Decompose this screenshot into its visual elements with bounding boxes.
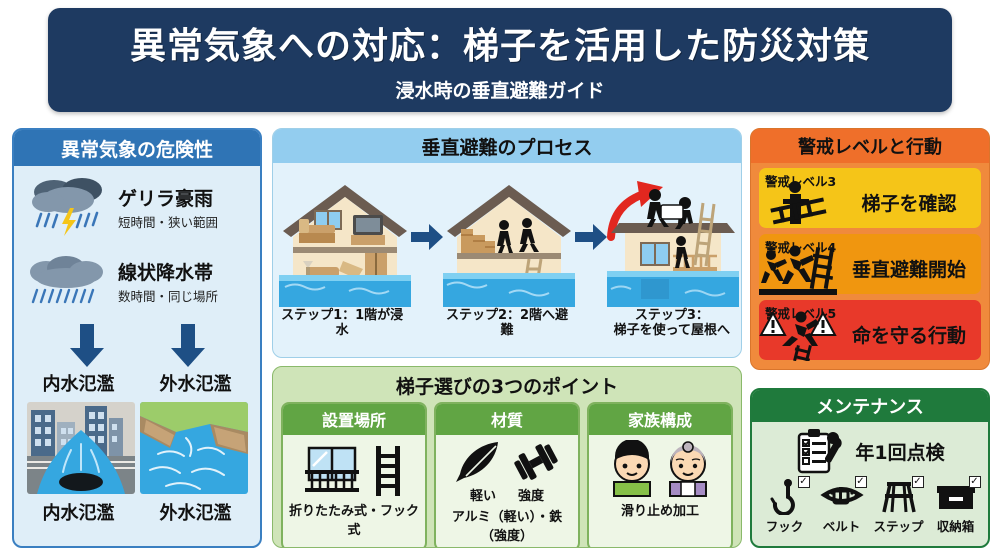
point-card-family: 家族構成 <box>587 402 733 547</box>
belt-icon <box>819 487 864 505</box>
warning-triangle-person-icon <box>759 309 837 361</box>
elderly-icon <box>669 441 707 497</box>
process-arrow-2 <box>575 167 607 307</box>
page-title: 異常気象への対応：梯子を活用した防災対策 <box>129 26 870 67</box>
step-stool-icon <box>881 482 916 513</box>
points-panel-title: 梯子選びの3つのポイント <box>395 376 619 398</box>
warning-level-4: 警戒レベル4 <box>759 234 981 295</box>
warning-level-action: 梯子を確認 <box>861 192 957 215</box>
maintenance-item-storage-box: ✓ 収納箱 <box>929 476 983 535</box>
hazard-note: 短時間・狭い範囲 <box>118 214 219 230</box>
people-running-ladder-icon <box>759 243 837 295</box>
maintenance-item-step: ✓ ステップ <box>872 476 926 535</box>
down-arrow-icon <box>170 324 205 367</box>
flood-captions: 内水氾濫 外水氾濫 <box>14 499 260 525</box>
flood-caption: 内水氾濫 <box>42 503 115 524</box>
process-step-labels: ステップ1：1階が浸水 ステップ2：2階へ避難 ステップ3： 梯子を使って屋根へ <box>273 308 741 339</box>
maintenance-inspection-label: 年1回点検 <box>855 441 945 464</box>
process-panel: 垂直避難のプロセス <box>272 128 742 358</box>
hazard-name: 線状降水帯 <box>118 261 214 284</box>
step-label: ステップ3： 梯子を使って屋根へ <box>607 308 737 339</box>
flood-caption: 外水氾濫 <box>159 503 232 524</box>
point-card-material: 材質 <box>434 402 580 547</box>
feather-icon <box>456 442 498 482</box>
warning-level-3: 警戒レベル3 梯子を確認 <box>759 168 981 228</box>
warning-level-panel: 警戒レベルと行動 警戒レベル3 梯子を確認 警戒レベル4 <box>750 128 990 370</box>
maintenance-item-belt: ✓ ベルト <box>815 476 869 535</box>
balcony-window-icon <box>305 446 359 492</box>
material-sub-label-light: 軽い <box>469 489 496 504</box>
step-label-line1: ステップ3： <box>634 308 709 323</box>
person-checking-ladder-icon <box>759 177 837 229</box>
hazard-panel-title: 異常気象の危険性 <box>14 130 260 166</box>
maintenance-panel-title: メンテナンス <box>752 390 988 422</box>
clipboard-wrench-icon <box>798 429 843 474</box>
page-subtitle: 浸水時の垂直避難ガイド <box>395 80 605 102</box>
step-label-line2: 梯子を使って屋根へ <box>613 322 731 338</box>
flood-type-label: 内水氾濫 <box>42 374 115 395</box>
right-arrow-icon <box>411 224 443 250</box>
points-card-row: 設置場所 <box>273 402 741 547</box>
step-label: ステップ1：1階が浸水 <box>281 308 404 338</box>
hazard-row-rain-band: 線状降水帯 数時間・同じ場所 <box>14 240 260 314</box>
maintenance-item-label: ステップ <box>873 519 924 534</box>
checkbox-icon[interactable]: ✓ <box>968 476 981 488</box>
point-card-installation: 設置場所 <box>281 402 427 547</box>
maintenance-item-label: 収納箱 <box>936 519 975 534</box>
hazard-panel: 異常気象の危険性 ゲリラ豪雨 短時間・狭い範囲 <box>12 128 262 548</box>
process-house-row <box>273 163 741 307</box>
flood-type-labels: 内水氾濫 外水氾濫 <box>14 370 260 396</box>
flood-illustrations <box>14 402 260 494</box>
point-card-caption: 滑り止め加工 <box>620 504 699 519</box>
warning-panel-title: 警戒レベルと行動 <box>751 129 989 163</box>
ladder-points-panel: 梯子選びの3つのポイント 設置場所 <box>272 366 742 548</box>
material-sub-label-strength: 強度 <box>518 489 545 504</box>
hazard-name: ゲリラ豪雨 <box>118 187 214 210</box>
urban-drain-overflow-icon <box>26 402 135 494</box>
rain-cloud-band-icon <box>24 248 116 314</box>
dumbbell-icon <box>514 444 558 480</box>
river-levee-breach-icon <box>139 402 248 494</box>
child-icon <box>613 440 651 497</box>
ladder-icon <box>376 446 400 496</box>
checkbox-icon[interactable]: ✓ <box>911 476 924 488</box>
checkbox-icon[interactable]: ✓ <box>797 476 810 488</box>
maintenance-panel: メンテナンス 年1回点検 <box>750 388 990 548</box>
warning-level-action: 垂直避難開始 <box>851 258 966 281</box>
right-arrow-icon <box>575 224 607 250</box>
page-header: 異常気象への対応：梯子を活用した防災対策 浸水時の垂直避難ガイド <box>48 8 952 112</box>
flood-type-label: 外水氾濫 <box>159 374 232 395</box>
hook-icon <box>770 479 795 515</box>
house-ladder-to-roof-icon <box>607 167 739 307</box>
hazard-note: 数時間・同じ場所 <box>118 288 219 304</box>
point-card-title: 材質 <box>436 404 578 435</box>
checkbox-icon[interactable]: ✓ <box>854 476 867 488</box>
house-people-upstairs-icon <box>443 167 575 307</box>
maintenance-inspection-row: 年1回点検 <box>752 422 988 476</box>
warning-level-label: 警戒レベル3 <box>765 174 837 189</box>
point-card-title: 設置場所 <box>283 404 425 435</box>
maintenance-item-row: ✓ フック ✓ ベルト <box>752 476 988 535</box>
point-card-caption: アルミ（軽い）・鉄（強度） <box>451 510 563 544</box>
storm-cloud-lightning-icon <box>24 174 116 240</box>
point-card-caption: 折りたたみ式・フック式 <box>288 504 419 538</box>
process-panel-title: 垂直避難のプロセス <box>273 129 741 163</box>
down-arrow-icon <box>69 324 104 367</box>
warning-level-5: 警戒レベル5 <box>759 300 981 361</box>
step-label: ステップ2：2階へ避難 <box>445 308 569 338</box>
hazard-row-guerrilla-rain: ゲリラ豪雨 短時間・狭い範囲 <box>14 166 260 240</box>
house-first-floor-flooded-icon <box>279 167 411 307</box>
maintenance-item-label: フック <box>765 519 804 534</box>
maintenance-item-hook: ✓ フック <box>758 476 812 535</box>
point-card-title: 家族構成 <box>589 404 731 435</box>
hazard-arrows <box>14 324 260 368</box>
maintenance-item-label: ベルト <box>822 519 861 534</box>
process-arrow-1 <box>411 167 443 307</box>
storage-box-icon <box>936 486 975 509</box>
warning-level-action: 命を守る行動 <box>851 324 966 347</box>
